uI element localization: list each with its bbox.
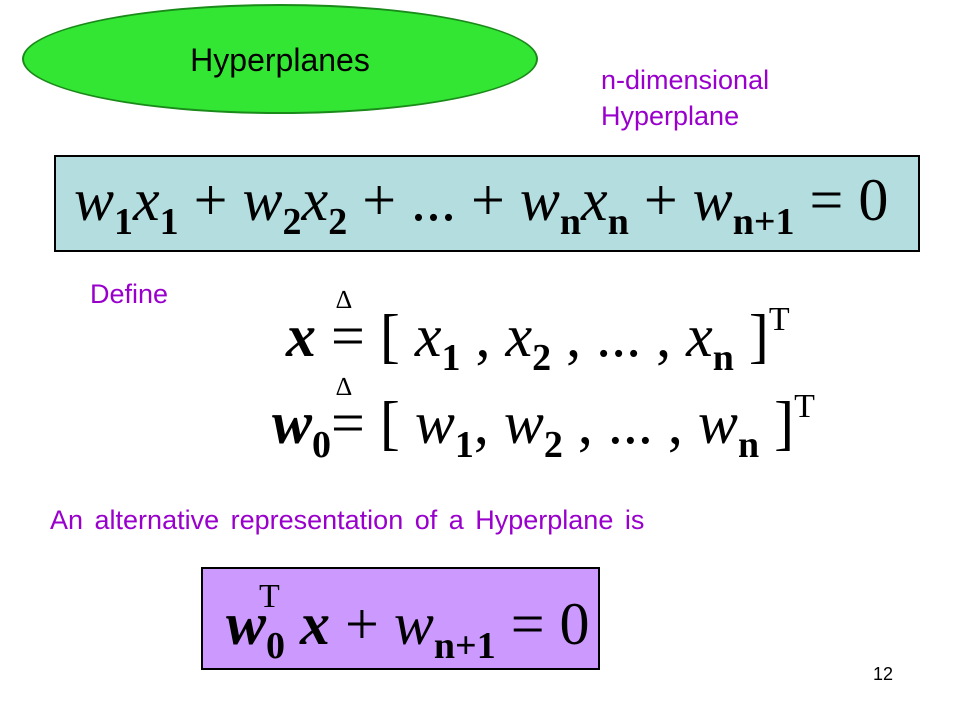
- hyperplane-equation-box: [54, 155, 920, 252]
- alternative-representation-text: An alternative representation of a Hyper…: [50, 505, 645, 535]
- slide-title: Hyperplanes: [190, 42, 370, 78]
- compact-equation-box: [201, 567, 600, 670]
- compact-equation: w0 x + wn+1 = 0: [226, 591, 590, 667]
- title-oval: [22, 4, 538, 114]
- caption-line-1: n-dimensional: [601, 65, 770, 95]
- x-vector-definition: x = [ x1 , x2 , ... , xn ]T: [286, 301, 790, 379]
- delta-symbol: ∆: [336, 285, 352, 314]
- define-label: Define: [90, 279, 169, 309]
- hyperplane-equation: w1x1 + w2x2 + ... + wnxn + wn+1 = 0: [74, 167, 889, 243]
- transpose-symbol: T: [259, 578, 280, 615]
- w0-vector-definition: w0= [ w1, w2 , ... , wn ]T: [272, 388, 815, 466]
- caption-line-2: Hyperplane: [601, 101, 740, 131]
- caption: n-dimensional Hyperplane: [601, 62, 769, 134]
- page-number: 12: [873, 664, 894, 684]
- delta-symbol: ∆: [336, 372, 352, 401]
